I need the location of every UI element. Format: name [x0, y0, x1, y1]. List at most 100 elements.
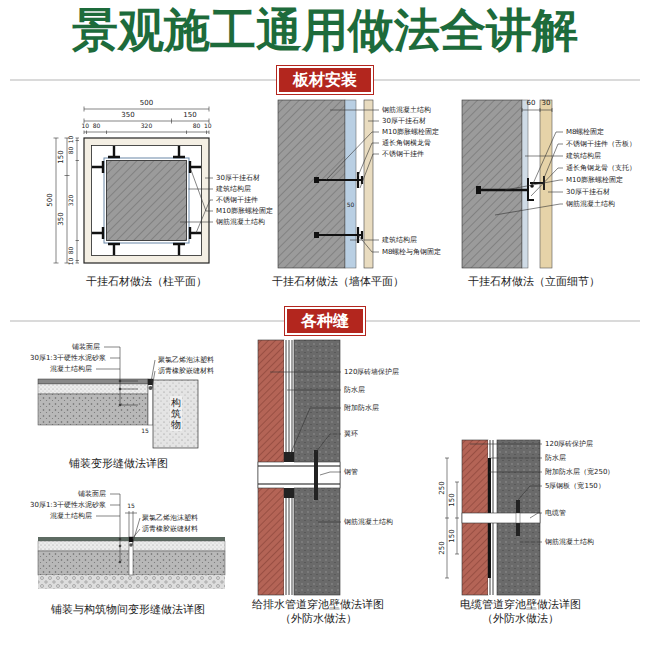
structure-joint — [38, 537, 225, 589]
dimension-text: 500 — [46, 194, 54, 207]
wall-plan — [278, 100, 373, 268]
callout-label: 聚氯乙烯泡沫塑料 — [142, 514, 198, 522]
leader-line-part — [189, 189, 214, 190]
callout-label: 30厚干挂石材 — [566, 188, 610, 196]
elevation-detail-part — [528, 178, 534, 200]
dimension-text: 150 — [448, 493, 456, 506]
dimension-text: 80 — [68, 147, 75, 155]
callout-label: M10膨胀螺栓固定 — [382, 128, 439, 136]
leader-line — [180, 170, 213, 233]
callout-label: 钢筋混凝土结构 — [566, 200, 615, 208]
callout-label: 电缆管 — [545, 509, 566, 517]
dimension-text: 30 — [542, 99, 551, 107]
figure-caption: 干挂石材做法（墙体平面） — [272, 276, 404, 289]
dimension-line-part — [522, 108, 552, 112]
callout-label: 沥青橡胶嵌缝材料 — [142, 525, 198, 533]
column-plan — [84, 138, 209, 263]
callout-label: 通长角钢横龙骨 — [382, 139, 431, 147]
callout-label: 不锈钢干挂件（舌板） — [566, 140, 636, 148]
leader-line-part — [330, 110, 379, 111]
leader-line — [270, 372, 341, 522]
dimension-line-part — [445, 458, 449, 578]
leader-line-part — [318, 522, 341, 523]
callout-label: 钢管 — [344, 468, 358, 476]
leader-line-part — [530, 513, 542, 518]
dimension-line-part — [125, 511, 137, 537]
leader-line-part — [287, 390, 341, 391]
dimension-text: 10 — [68, 135, 75, 143]
column-plan-part — [92, 146, 202, 256]
dimension-text: 350 — [57, 212, 65, 225]
callout-label: M10膨胀螺栓固定 — [566, 176, 623, 184]
callout-label: 钢筋混凝土结构 — [344, 518, 393, 526]
leader-line-part — [132, 518, 140, 545]
callout-label: 钢筋混凝土结构 — [216, 218, 265, 226]
leader-line-part — [320, 472, 341, 475]
pipe-wall-part — [284, 340, 294, 595]
cable-wall-part — [462, 513, 540, 523]
leader-line-part — [205, 178, 213, 179]
column-plan-part — [104, 158, 189, 243]
dimension-text: 320 — [68, 195, 75, 206]
figure-caption: 铺装变形缝做法详图 — [69, 458, 168, 471]
structure-joint-part — [38, 575, 225, 589]
structure-joint-part — [129, 537, 133, 542]
figure-caption: 干挂石材做法（立面细节） — [468, 276, 600, 289]
dimension-text: 15 — [141, 428, 149, 435]
dimension-text: 150 — [183, 111, 196, 119]
leader-line-part — [532, 132, 563, 186]
leader-line-part — [152, 371, 155, 388]
pipe-wall-part — [314, 450, 318, 500]
leader-line-part — [491, 458, 542, 459]
leader-line-part — [518, 486, 542, 500]
wall-plan-part — [314, 232, 319, 238]
pipe-wall-part — [284, 452, 294, 498]
leader-line-part — [470, 444, 542, 445]
dimension-text: 80 — [68, 247, 75, 255]
dimension-text: 250 — [438, 541, 446, 554]
dimension-text: 50 — [347, 202, 355, 209]
leader-line-part — [119, 561, 121, 563]
callout-label: M8螺栓与角钢固定 — [382, 248, 442, 256]
dimension-text: 10 — [81, 123, 89, 130]
dimension-line — [54, 107, 210, 264]
cable-wall — [462, 440, 540, 595]
leader-line-part — [368, 121, 379, 122]
leader-line-part — [531, 168, 563, 196]
leader-line-part — [151, 360, 155, 382]
callout-label: 120厚砖墙保护层 — [344, 368, 399, 376]
leader-line-part — [358, 235, 379, 252]
structure-joint-part — [38, 537, 225, 541]
page-title: 景观施工通用做法全讲解 — [0, 2, 650, 58]
callout-label: 构筑物 — [170, 396, 182, 431]
leader-line — [326, 110, 379, 252]
wall-plan-part — [358, 172, 362, 243]
wall-plan-part — [318, 180, 362, 235]
callout-label: 附加防水层（宽250） — [545, 468, 614, 476]
figure-caption: 电缆管道穿池壁做法详图 （外防水做法） — [451, 598, 589, 627]
leader-line-part — [350, 240, 379, 241]
leader-line-part — [180, 222, 213, 223]
callout-label: 建筑结构层 — [216, 185, 251, 193]
cable-wall-part — [516, 500, 520, 536]
callout-label: 建筑结构层 — [566, 152, 601, 160]
leader-line-part — [326, 132, 379, 180]
leader-line — [470, 444, 542, 542]
leader-line-part — [120, 381, 138, 405]
callout-label: 混凝土结构层 — [50, 512, 92, 520]
elevation-detail-part — [480, 189, 528, 192]
dimension-line-part — [455, 482, 459, 554]
dimension-text: 15 — [127, 503, 135, 510]
section-band: 板材安装 — [277, 66, 373, 94]
leader-line — [495, 132, 563, 215]
paving-joint-part — [149, 386, 153, 390]
column-plan-part — [92, 146, 201, 255]
dimension-line-part — [84, 107, 209, 112]
figure-caption: 干挂石材做法（柱平面） — [86, 276, 207, 289]
callout-label: 30厚1:3干硬性水泥砂浆 — [30, 354, 106, 362]
callout-label: 附加防水层 — [344, 404, 379, 412]
wall-plan-part — [364, 100, 373, 268]
callout-label: 铺装面层 — [78, 490, 106, 498]
dimension-text: 80 — [193, 123, 201, 130]
